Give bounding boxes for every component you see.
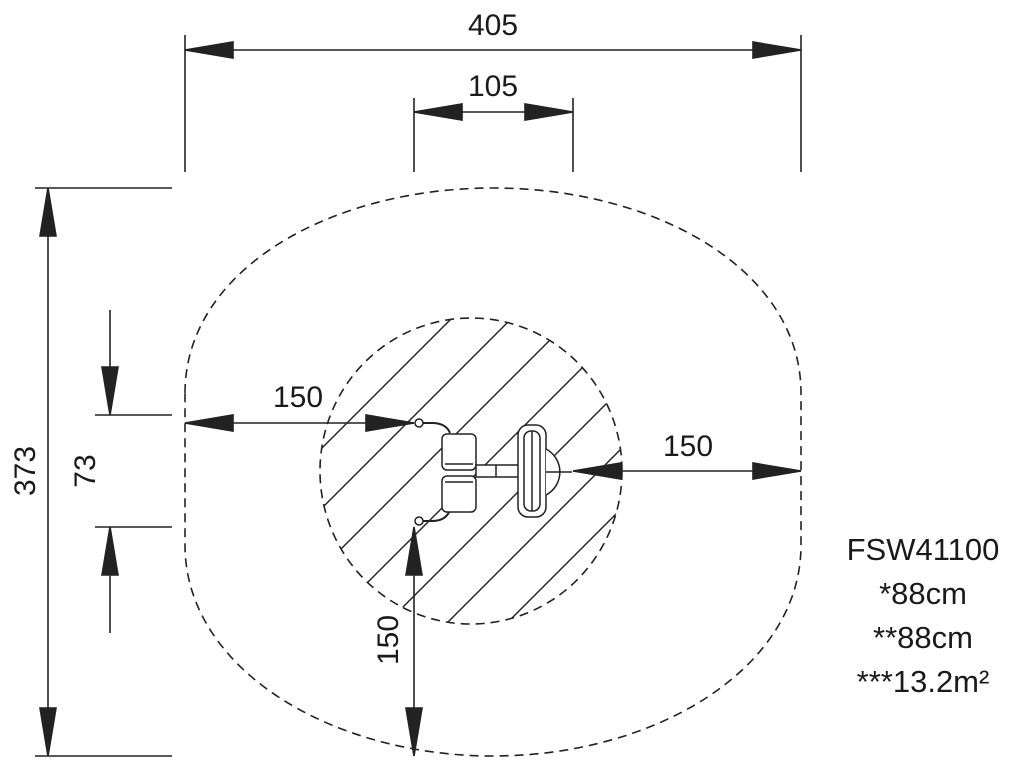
dimension-lines	[35, 35, 802, 757]
equipment-top-view	[414, 418, 572, 526]
arrow-equipment-width-left	[413, 103, 463, 121]
arrow-clearance-bottom-top	[405, 526, 423, 576]
arrow-overall-width-left	[184, 41, 234, 59]
dim-equipment-depth-label: 73	[69, 454, 102, 487]
arrow-clearance-left-outer	[184, 414, 234, 432]
arrow-equipment-width-right	[524, 103, 574, 121]
arrow-overall-depth-top	[39, 187, 57, 237]
model-number: FSW41100	[846, 532, 1000, 567]
dim-overall-width-label: 405	[468, 9, 518, 42]
arrow-clearance-right-inner	[572, 462, 622, 480]
dim-equipment-width-label: 105	[468, 70, 518, 103]
safety-zone-outline	[184, 187, 802, 757]
dim-clearance-right-label: 150	[663, 430, 713, 463]
arrow-clearance-right-outer	[752, 462, 802, 480]
arrow-clearance-bottom-bottom	[405, 707, 423, 757]
dim-clearance-bottom-label: 150	[372, 615, 405, 665]
arrow-overall-width-right	[752, 41, 802, 59]
arrow-equipment-depth-top	[101, 366, 119, 416]
arrow-equipment-depth-bottom	[101, 526, 119, 576]
arrow-overall-depth-bottom	[39, 707, 57, 757]
arrow-clearance-left-inner	[365, 414, 415, 432]
free-height-line: *88cm	[879, 576, 967, 611]
dim-clearance-left-label: 150	[273, 381, 323, 414]
fall-height-line: **88cm	[873, 620, 973, 655]
spec-block: FSW41100 *88cm **88cm ***13.2m²	[818, 528, 1024, 704]
dim-overall-depth-label: 373	[9, 446, 42, 496]
safety-area-line: ***13.2m²	[856, 664, 990, 699]
